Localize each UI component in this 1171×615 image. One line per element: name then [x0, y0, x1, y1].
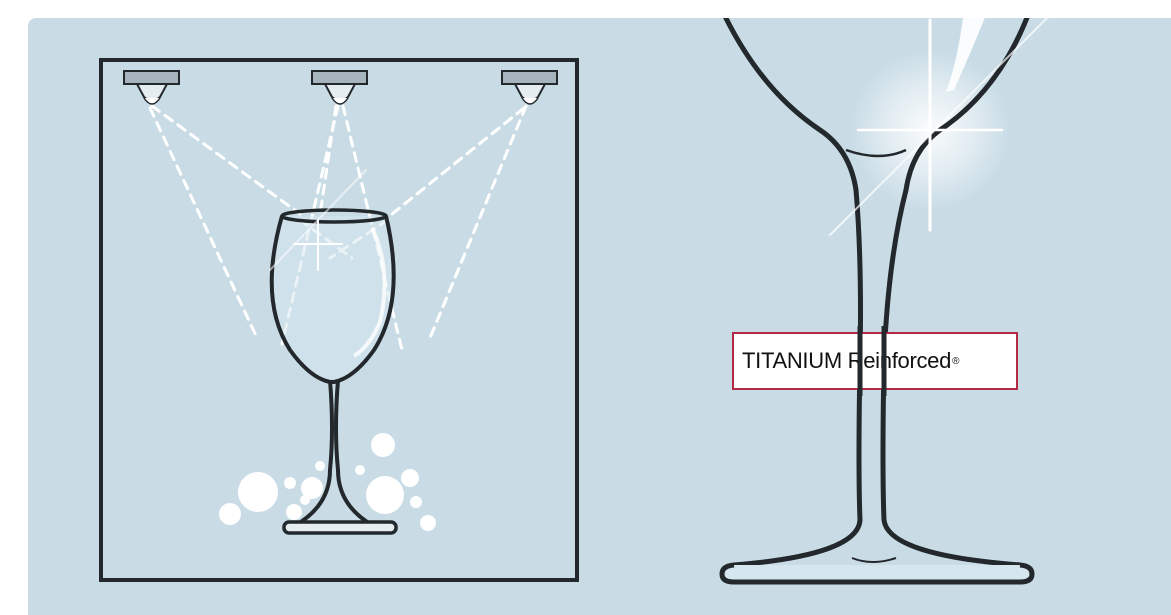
ceiling-light-2: [312, 71, 367, 104]
dishwasher-panel: [101, 60, 577, 580]
glass-foot: [722, 565, 1032, 582]
titanium-reinforced-badge: TITANIUM Reinforced®: [732, 332, 1018, 390]
badge-brand-text: TITANIUM Reinforced: [742, 348, 951, 374]
ceiling-light-3: [502, 71, 557, 104]
bowl-left-outline: [722, 10, 856, 190]
registered-mark: ®: [952, 356, 959, 367]
stem-base-curve: [852, 558, 896, 562]
stem-closeup-panel: [722, 10, 1050, 582]
ceiling-light-1: [124, 71, 179, 104]
